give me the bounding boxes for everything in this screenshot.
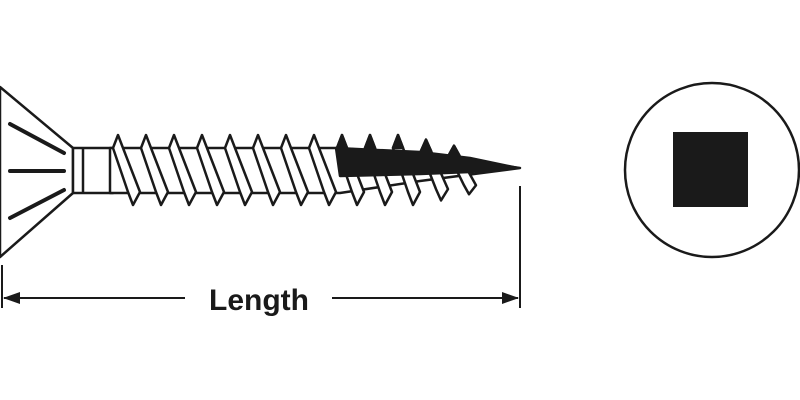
shadow-side [334,146,520,178]
thread-turn [139,133,170,207]
thread-turn [167,133,198,207]
thread-turn [195,133,226,207]
thread-crest-shadow [447,144,461,156]
thread-crest-shadow [419,138,433,153]
thread-turn [251,133,282,207]
head-rib [8,188,66,220]
length-label: Length [209,284,309,317]
thread-turn [111,133,142,207]
screw-shank [71,146,115,195]
thread-turn [307,133,338,207]
length-dimension [1,186,521,308]
thread-crest-shadow [391,133,405,150]
thread-turn [223,133,254,207]
thread-crest-shadow [335,133,349,150]
square-drive-icon [673,132,748,207]
screw-top-view [623,81,800,259]
screw-side-view [0,85,522,259]
head-rib [8,122,66,155]
arrow-right-icon [502,292,519,304]
thread-crest-shadow [363,133,377,150]
thread-turn [279,133,310,207]
arrow-left-icon [3,292,20,304]
